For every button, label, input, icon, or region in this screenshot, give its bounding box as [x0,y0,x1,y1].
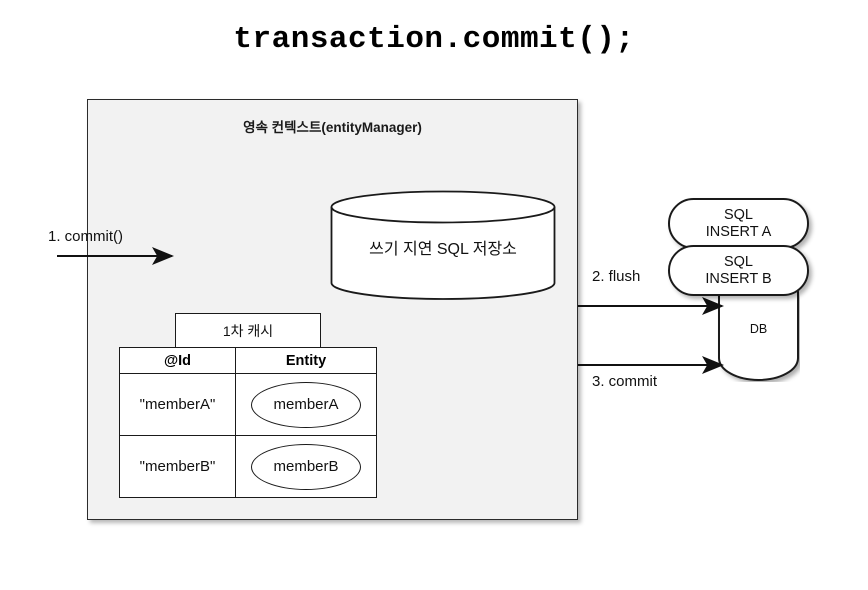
table-header-row: @Id Entity [119,347,377,374]
column-header-id: @Id [119,347,236,374]
entity-ellipse-memberB: memberB [251,443,361,490]
sql-insert-b-pill: SQL INSERT B [668,245,809,296]
write-behind-sql-store-label: 쓰기 지연 SQL 저장소 [369,241,517,258]
flow-label-commit-db: 3. commit [592,373,658,390]
column-header-entity: Entity [235,347,377,374]
cell-id-memberA: "memberA" [119,373,236,436]
page-title: transaction.commit(); [233,22,635,57]
table-row: "memberA" memberA [119,373,377,436]
cell-id-memberB: "memberB" [119,435,236,498]
first-level-cache-caption: 1차 캐시 [175,313,321,348]
sql-insert-a-line1: SQL [723,206,753,223]
table-row: "memberB" memberB [119,435,377,498]
database-label: DB [749,322,768,336]
sql-insert-b-line1: SQL [723,253,753,270]
sql-insert-b-line2: INSERT B [705,270,772,287]
persistence-context-title: 영속 컨텍스트(entityManager) [243,120,422,135]
sql-insert-a-pill: SQL INSERT A [668,198,809,249]
first-level-cache-table: @Id Entity "memberA" memberA "memberB" m… [119,347,377,498]
write-behind-sql-store-cylinder [330,190,556,300]
cell-entity-memberA: memberA [235,373,377,436]
cell-entity-memberB: memberB [235,435,377,498]
flow-label-flush: 2. flush [592,268,641,285]
flow-label-commit: 1. commit() [48,228,123,245]
entity-ellipse-memberA: memberA [251,381,361,428]
sql-insert-a-line2: INSERT A [705,223,772,240]
